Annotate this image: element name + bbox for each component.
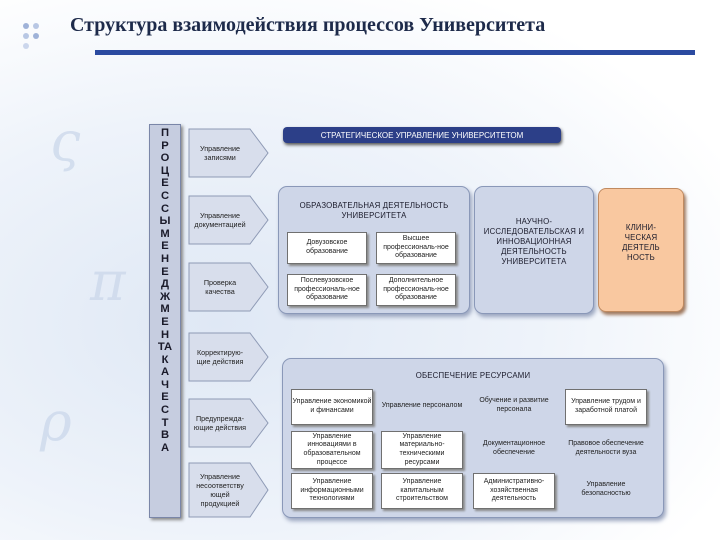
title-decoration	[23, 23, 39, 49]
step-quality-check: Проверка качества	[188, 262, 270, 312]
resource-item: Обучение и развитие персонала	[479, 397, 549, 413]
research-label: НАУЧНО-ИССЛЕДОВАТЕЛЬСКАЯ И ИННОВАЦИОННАЯ…	[483, 217, 585, 266]
step-nonconforming: Управление несоответству ющей продукцией	[188, 462, 270, 518]
education-cell: Высшее профессиональ-ное образование	[376, 232, 456, 264]
resource-item: Административно-хозяйственная деятельнос…	[473, 473, 555, 509]
title-underline	[95, 50, 695, 55]
resource-item: Управление безопасностью	[581, 481, 631, 497]
step-label: Проверка качества	[203, 278, 237, 296]
clinical-box: КЛИНИ-ЧЕСКАЯ ДЕЯТЕЛЬ НОСТЬ	[598, 188, 684, 312]
background-decoration: π	[90, 250, 126, 313]
step-label: Корректирую-щие действия	[196, 348, 244, 366]
strategic-management-box: СТРАТЕГИЧЕСКОЕ УПРАВЛЕНИЕ УНИВЕРСИТЕТОМ	[283, 127, 561, 143]
resource-item: Управление капитальным строительством	[381, 473, 463, 509]
resource-item: Управление персоналом	[381, 401, 463, 409]
step-preventive: Предупрежда-ющие действия	[188, 398, 270, 448]
education-cell: Довузовское образование	[287, 232, 367, 264]
resources-label: ОБЕСПЕЧЕНИЕ РЕСУРСАМИ	[415, 371, 531, 380]
step-corrective: Корректирую-щие действия	[188, 332, 270, 382]
resource-item: Управление материально-техническими ресу…	[381, 431, 463, 469]
education-frame: ОБРАЗОВАТЕЛЬНАЯ ДЕЯТЕЛЬНОСТЬ УНИВЕРСИТЕТ…	[278, 186, 470, 314]
resource-item: Управление экономикой и финансами	[291, 389, 373, 425]
step-label: Предупрежда-ющие действия	[193, 414, 247, 432]
clinical-label: КЛИНИ-ЧЕСКАЯ ДЕЯТЕЛЬ НОСТЬ	[622, 223, 660, 262]
resource-item: Правовое обеспечение деятельности вуза	[568, 440, 644, 456]
education-cell: Дополнительное профессиональ-ное образов…	[376, 274, 456, 306]
resource-item: Документационное обеспечение	[482, 440, 546, 456]
resource-item: Управление информационными технологиями	[291, 473, 373, 509]
step-records: Управление записями	[188, 128, 270, 178]
resources-frame: ОБЕСПЕЧЕНИЕ РЕСУРСАМИ Управление экономи…	[282, 358, 664, 518]
education-label: ОБРАЗОВАТЕЛЬНАЯ ДЕЯТЕЛЬНОСТЬ УНИВЕРСИТЕТ…	[299, 201, 449, 220]
step-documents: Управление документацией	[188, 195, 270, 245]
resource-item: Управление инновациями в образовательном…	[291, 431, 373, 469]
research-frame: НАУЧНО-ИССЛЕДОВАТЕЛЬСКАЯ И ИННОВАЦИОННАЯ…	[474, 186, 594, 314]
background-decoration: ς	[50, 110, 81, 173]
step-label: Управление несоответству ющей продукцией	[196, 472, 244, 508]
resource-item: Управление трудом и заработной платой	[565, 389, 647, 425]
step-label: Управление записями	[200, 144, 240, 162]
page-title: Структура взаимодействия процессов Униве…	[70, 14, 546, 36]
vertical-word-panel: П Р О Ц Е С С Ы М Е Н Е Д Ж М Е Н ТА К А…	[149, 124, 181, 518]
education-cell: Послевузовское профессиональ-ное образов…	[287, 274, 367, 306]
step-label: Управление документацией	[194, 211, 246, 229]
background-decoration: ρ	[40, 390, 72, 453]
vertical-word: П Р О Ц Е С С Ы М Е Н Е Д Ж М Е Н ТА К А…	[157, 127, 173, 454]
